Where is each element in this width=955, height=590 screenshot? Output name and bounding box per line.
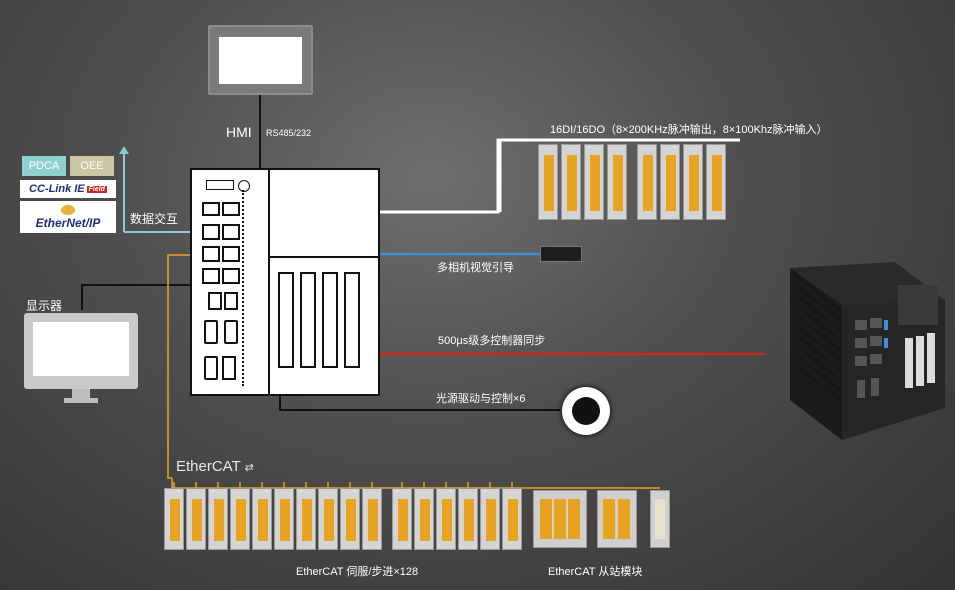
vision-label: 多相机视觉引导 bbox=[437, 262, 514, 274]
io-module bbox=[318, 488, 338, 550]
io-module bbox=[538, 144, 558, 220]
io-module bbox=[340, 488, 360, 550]
io-module bbox=[296, 488, 316, 550]
monitor-icon bbox=[24, 313, 138, 389]
dio-module-rack bbox=[538, 144, 738, 220]
rs485-label: RS485/232 bbox=[266, 128, 312, 138]
io-module bbox=[392, 488, 412, 550]
ethercat-arrows-icon: ⇄ bbox=[244, 462, 254, 474]
sync-label: 500μs级多控制器同步 bbox=[438, 335, 546, 347]
ethercat-logo: EtherCAT ⇄ bbox=[176, 458, 254, 475]
monitor-screen bbox=[33, 322, 129, 376]
cclink-badge: CC-Link IE Field bbox=[20, 180, 116, 198]
io-module bbox=[584, 144, 604, 220]
light-label: 光源驱动与控制×6 bbox=[436, 393, 526, 405]
servo-label: EtherCAT 伺服/步进×128 bbox=[296, 566, 419, 578]
cclink-ie-text: IE bbox=[74, 183, 85, 195]
io-module bbox=[164, 488, 184, 550]
io-module bbox=[480, 488, 500, 550]
ethernetip-text: EtherNet/IP bbox=[35, 215, 101, 230]
monitor-base bbox=[64, 398, 98, 403]
pdca-text: PDCA bbox=[28, 160, 60, 172]
light-source-icon bbox=[562, 387, 610, 435]
io-module bbox=[436, 488, 456, 550]
io-module bbox=[502, 488, 522, 550]
pdca-badge: PDCA bbox=[22, 156, 66, 176]
io-module bbox=[274, 488, 294, 550]
cclink-text: CC-Link bbox=[29, 183, 72, 195]
oee-badge: OEE bbox=[70, 156, 114, 176]
hmi-screen bbox=[219, 37, 302, 84]
hmi-label: HMI bbox=[226, 124, 252, 140]
oee-text: OEE bbox=[80, 160, 104, 172]
io-module bbox=[607, 144, 627, 220]
io-module bbox=[683, 144, 703, 220]
io-module bbox=[230, 488, 250, 550]
servo-module-rack bbox=[164, 488, 524, 550]
controller-block bbox=[190, 168, 380, 396]
ethernetip-badge: EtherNet/IP bbox=[20, 201, 116, 233]
ethernetip-globe-icon bbox=[61, 204, 75, 215]
io-module bbox=[362, 488, 382, 550]
io-module bbox=[637, 144, 657, 220]
slave-module-1 bbox=[533, 490, 587, 548]
io-module bbox=[706, 144, 726, 220]
io-module bbox=[414, 488, 434, 550]
io-module bbox=[660, 144, 680, 220]
io-module bbox=[186, 488, 206, 550]
io-module bbox=[252, 488, 272, 550]
controller-ports bbox=[198, 180, 256, 390]
slave-module-3 bbox=[650, 490, 670, 548]
io-module bbox=[458, 488, 478, 550]
slave-module-2 bbox=[597, 490, 637, 548]
data-exchange-label: 数据交互 bbox=[130, 212, 179, 226]
io-module bbox=[561, 144, 581, 220]
hmi-panel bbox=[208, 25, 313, 95]
camera-icon bbox=[540, 246, 582, 262]
cclink-field-text: Field bbox=[86, 185, 107, 193]
slave-label: EtherCAT 从站模块 bbox=[548, 566, 643, 578]
monitor-stand bbox=[72, 389, 90, 399]
dio-label: 16DI/16DO（8×200KHz脉冲输出，8×100Khz脉冲输入） bbox=[550, 124, 828, 136]
ethercat-logo-text: EtherCAT bbox=[176, 458, 241, 475]
monitor-label: 显示器 bbox=[26, 299, 63, 313]
io-module bbox=[208, 488, 228, 550]
